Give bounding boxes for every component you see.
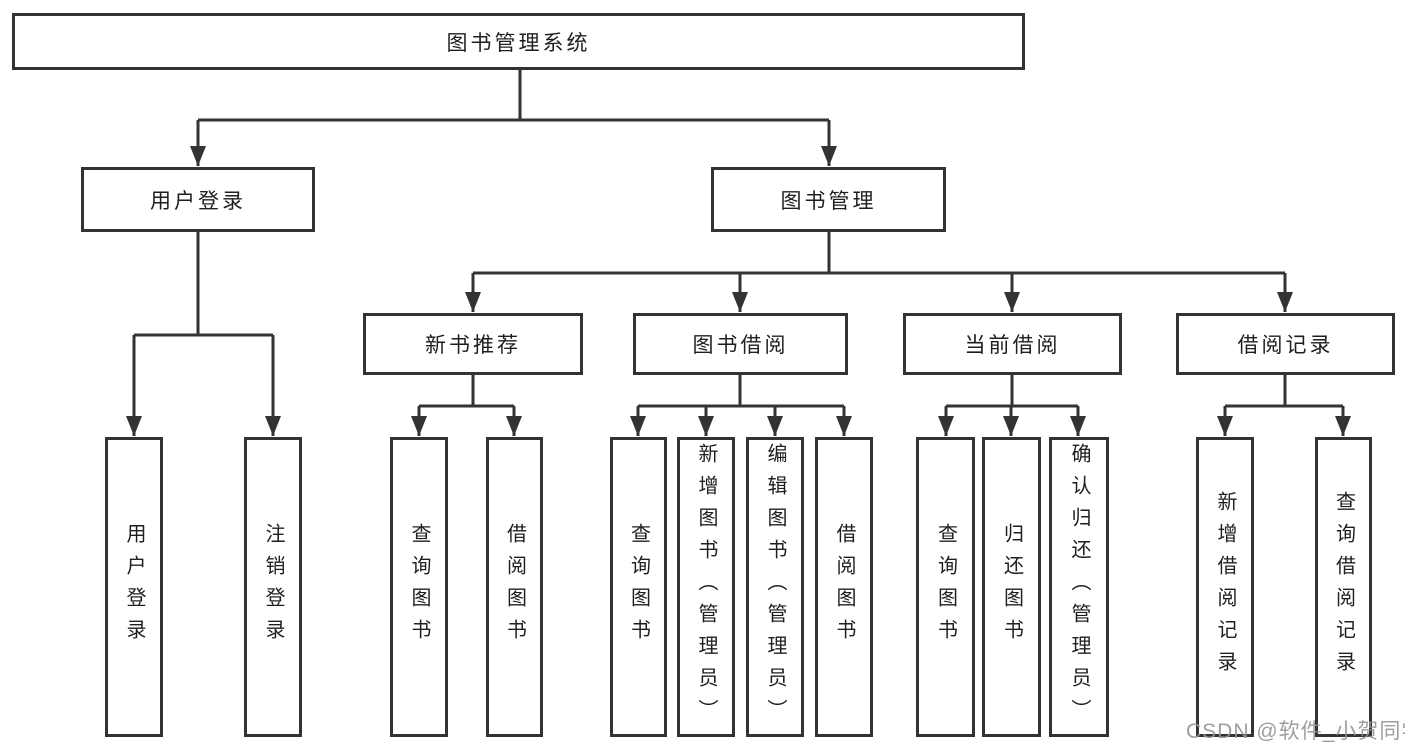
node-label: 归还图书 [1000,523,1023,651]
node-label: 当前借阅 [964,334,1061,357]
node-return-books: 归还图书 [982,437,1041,737]
node-current-borrowing: 当前借阅 [903,313,1122,375]
node-confirm-return-admin: 确认归还（管理员） [1049,437,1109,737]
node-add-borrow-record: 新增借阅记录 [1196,437,1254,737]
node-label: 查询图书 [408,523,430,651]
node-label: 图书管理 [780,189,877,213]
node-label: 确认归还（管理员） [1068,443,1090,731]
node-label: 注销登录 [262,523,284,651]
node-edit-books-admin: 编辑图书（管理员） [746,437,804,737]
node-query-borrow-record: 查询借阅记录 [1315,437,1372,737]
node-label: 查询借阅记录 [1332,491,1355,683]
node-query-books-borrowing: 查询图书 [610,437,667,737]
node-label: 新书推荐 [425,334,521,357]
node-book-management-module: 图书管理 [711,167,946,232]
node-label: 借阅记录 [1237,334,1334,357]
node-label: 查询图书 [934,523,957,651]
node-label: 用户登录 [150,189,246,213]
node-book-borrowing: 图书借阅 [633,313,848,375]
node-label: 借阅图书 [833,523,855,651]
node-new-book-recommend: 新书推荐 [363,313,583,375]
node-library-system: 图书管理系统 [12,13,1025,70]
node-label: 查询图书 [627,523,650,651]
node-label: 新增借阅记录 [1214,491,1236,683]
node-label: 借阅图书 [503,523,526,651]
node-label: 新增图书（管理员） [695,443,717,731]
csdn-watermark: CSDN @软件_小贺同学 [1186,720,1405,743]
node-borrow-books-borrowing: 借阅图书 [815,437,873,737]
node-label: 图书借阅 [692,334,789,357]
node-user-login-module: 用户登录 [81,167,315,232]
node-label: 图书管理系统 [446,31,591,55]
node-query-books-recommend: 查询图书 [390,437,448,737]
node-logout: 注销登录 [244,437,302,737]
node-user-login: 用户登录 [105,437,163,737]
node-label: 用户登录 [123,523,145,651]
node-borrowing-records: 借阅记录 [1176,313,1395,375]
node-query-books-current: 查询图书 [916,437,975,737]
node-borrow-books-recommend: 借阅图书 [486,437,543,737]
node-label: 编辑图书（管理员） [764,443,786,731]
node-add-books-admin: 新增图书（管理员） [677,437,735,737]
